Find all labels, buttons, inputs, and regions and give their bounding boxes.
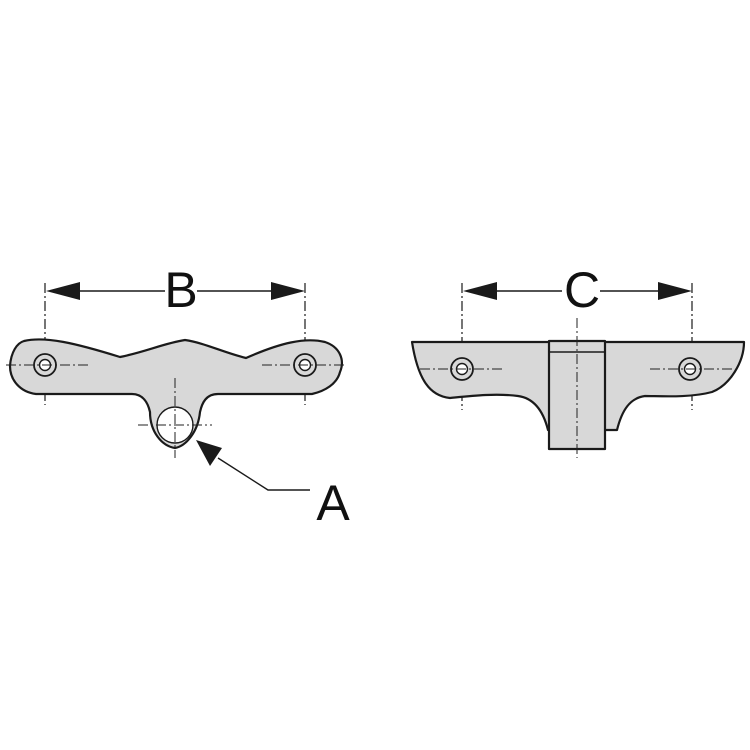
- left-part-body: [8, 338, 343, 450]
- dim-b-arrow-left: [46, 282, 80, 300]
- label-a-leader: [217, 457, 310, 491]
- dim-c-arrow-right: [658, 282, 692, 300]
- dim-b-arrow-right: [271, 282, 305, 300]
- right-view: C: [410, 262, 746, 458]
- dim-c-label: C: [564, 262, 600, 318]
- label-a: A: [316, 475, 350, 531]
- label-a-arrow: [196, 440, 222, 466]
- dim-c-arrow-left: [463, 282, 497, 300]
- dim-b-label: B: [164, 262, 197, 318]
- left-view: B A: [6, 262, 350, 531]
